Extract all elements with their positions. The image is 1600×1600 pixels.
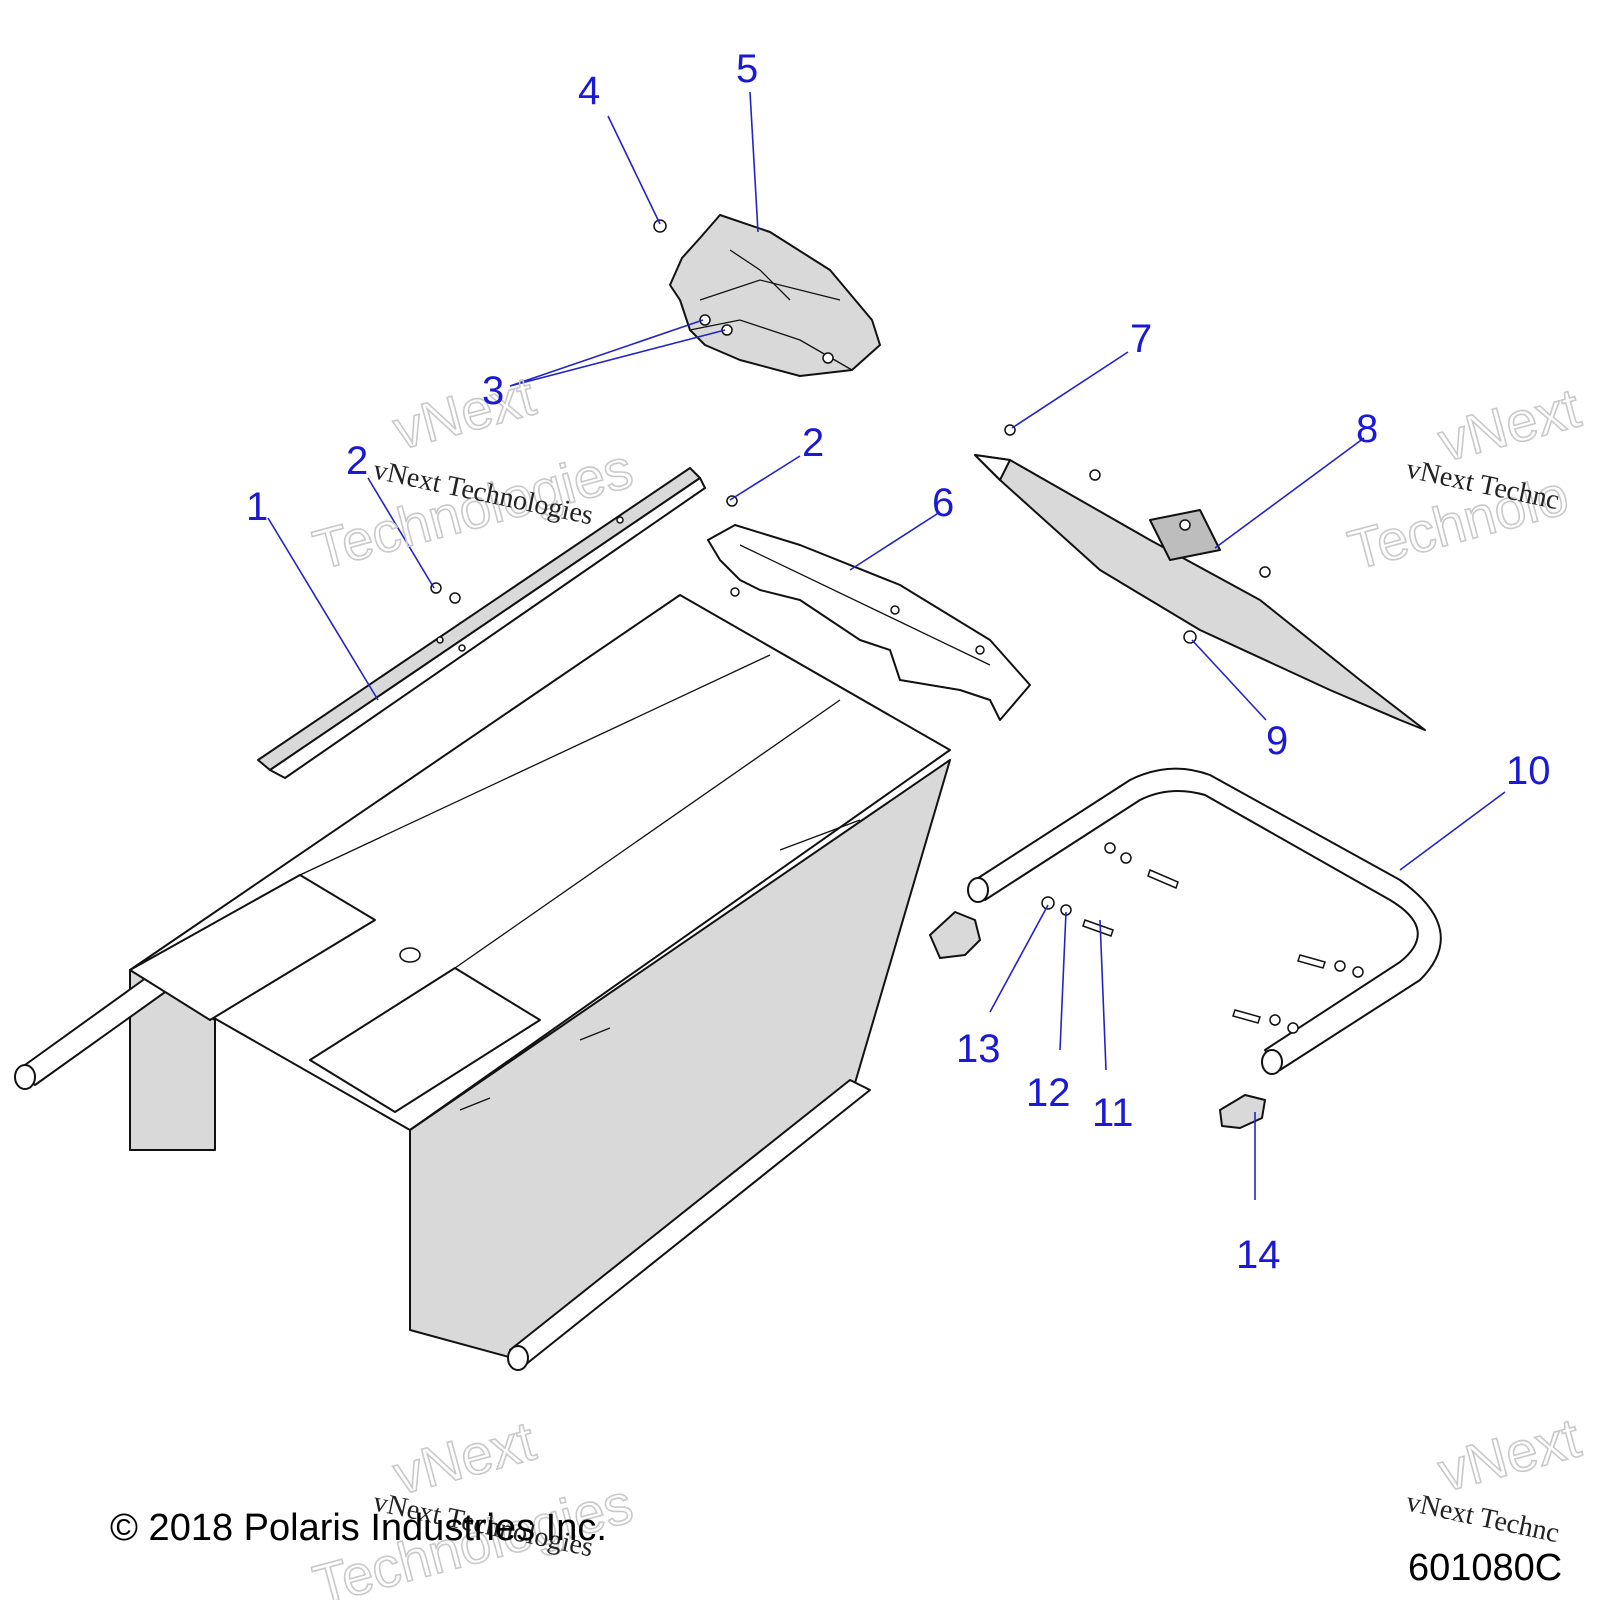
part-cargo-box xyxy=(14,594,951,1371)
part-hardware-10 xyxy=(1041,842,1364,1034)
callout-4: 4 xyxy=(578,69,600,113)
watermark-brand-cut-top-2: vNext xyxy=(1432,1406,1587,1504)
part-screws-2 xyxy=(430,495,738,604)
watermark-bottom-right: vNext vNext Technc xyxy=(1404,1405,1588,1550)
callout-12: 12 xyxy=(1026,1071,1071,1115)
callout-13: 13 xyxy=(956,1027,1001,1071)
callout-10: 10 xyxy=(1506,749,1551,793)
callout-8: 8 xyxy=(1356,407,1378,451)
watermark-bottom-left: vNext Technologies vNext Technologies xyxy=(306,1408,640,1600)
callout-7: 7 xyxy=(1130,317,1152,361)
copyright-notice: © 2018 Polaris Industries Inc. xyxy=(110,1507,607,1549)
part-rail xyxy=(257,467,706,779)
callout-9: 9 xyxy=(1266,719,1288,763)
callout-1: 1 xyxy=(246,485,268,529)
watermark-brand-top: vNext xyxy=(387,364,542,462)
callout-labels: 1 2 2 3 4 5 6 7 8 9 10 11 12 13 14 xyxy=(246,47,1551,1277)
callout-3: 3 xyxy=(482,369,504,413)
callout-2-right: 2 xyxy=(802,421,824,465)
callout-5: 5 xyxy=(736,47,758,91)
watermark-small-cut-2: vNext Technc xyxy=(1404,1487,1562,1550)
part-heat-shield xyxy=(653,214,881,377)
callout-6: 6 xyxy=(932,481,954,525)
watermark-top-right: vNext Technolo vNext Technc xyxy=(1341,375,1588,583)
callout-11: 11 xyxy=(1092,1091,1134,1135)
part-u-tube xyxy=(967,767,1442,1075)
watermark-brand-cut-top: vNext xyxy=(1432,376,1587,474)
part-angled-plate xyxy=(974,424,1426,731)
part-bracket xyxy=(707,524,1031,721)
leader-lines xyxy=(267,91,1506,1200)
watermark-brand-top-2: vNext xyxy=(387,1409,542,1507)
part-end-caps xyxy=(929,911,1266,1129)
figure-id: 601080C xyxy=(1408,1547,1562,1589)
callout-2-left: 2 xyxy=(346,439,368,483)
callout-14: 14 xyxy=(1236,1233,1281,1277)
